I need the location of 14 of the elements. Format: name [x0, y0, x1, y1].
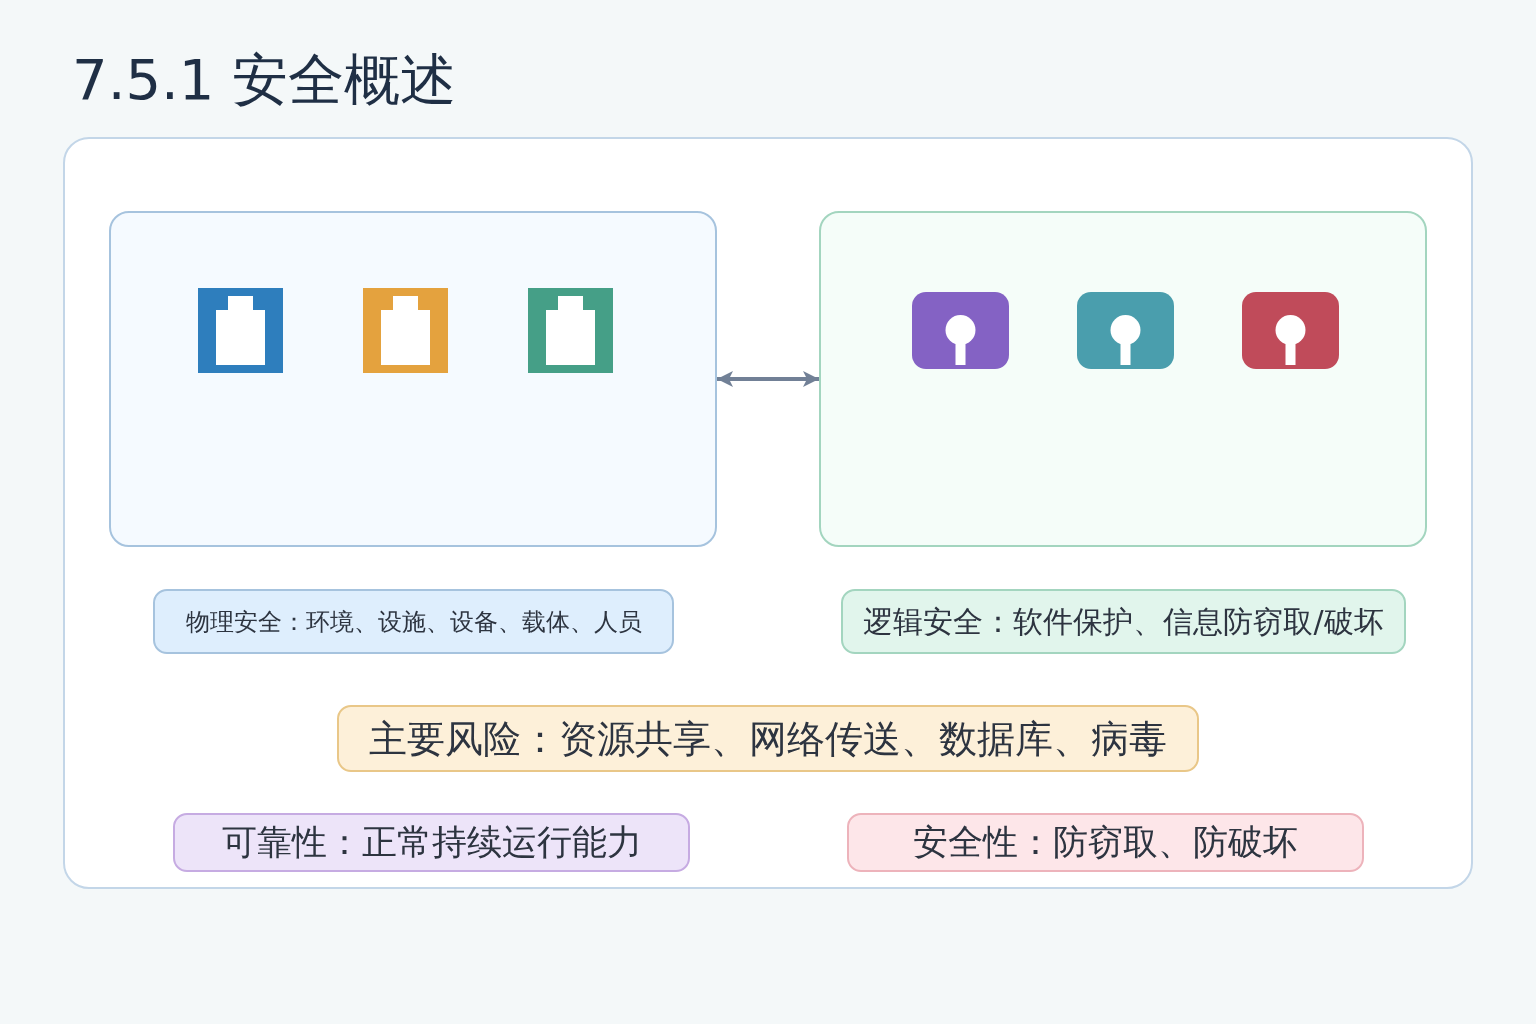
info-pill — [173, 813, 690, 872]
empty-panel — [819, 211, 1427, 547]
info-text: 可靠性：正常持续运行能力 — [221, 825, 642, 860]
info-pill — [153, 589, 674, 654]
info-pill — [841, 589, 1406, 654]
double-arrow — [717, 371, 819, 387]
title: 7.5.1 安全概述 — [72, 52, 457, 108]
info-pill — [337, 705, 1199, 772]
info-text: 物理安全：环境、设施、设备、载体、人员 — [185, 609, 642, 634]
empty-panel — [109, 211, 717, 547]
info-text: 安全性：防窃取、防破坏 — [913, 825, 1298, 860]
info-text: 逻辑安全：软件保护、信息防窃取/破坏 — [863, 606, 1384, 637]
info-text: 主要风险：资源共享、网络传送、数据库、病毒 — [369, 719, 1167, 758]
info-pill — [847, 813, 1364, 872]
